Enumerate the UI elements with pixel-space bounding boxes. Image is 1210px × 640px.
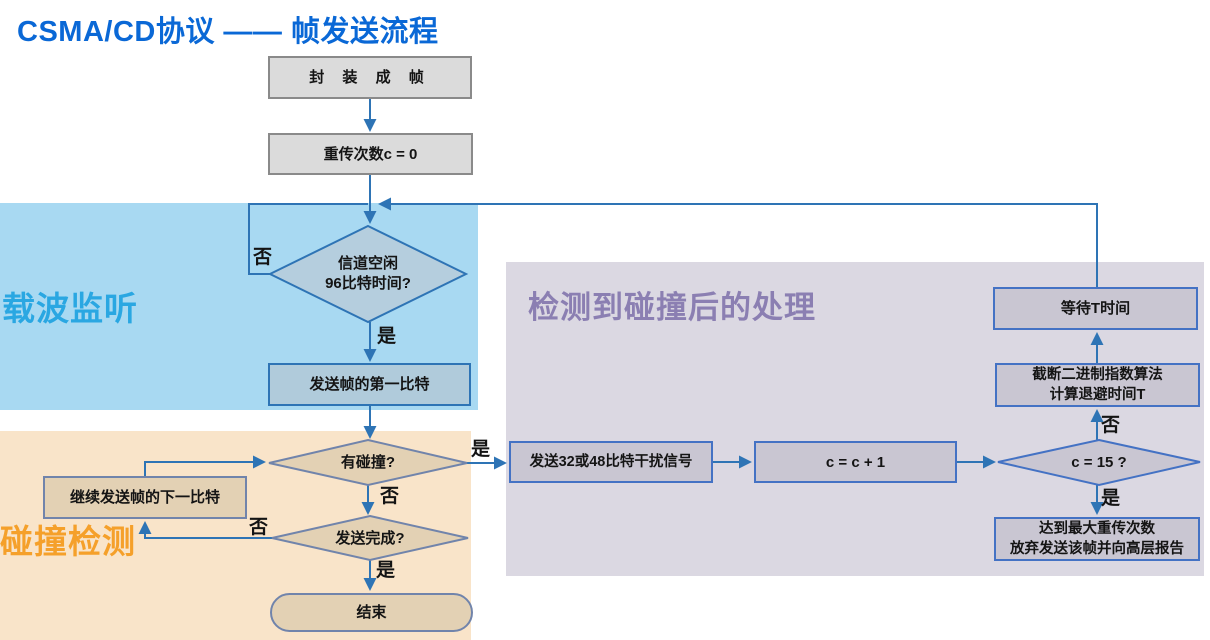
send-complete-yes-label: 是 <box>376 560 396 581</box>
send-complete-decision <box>271 514 469 562</box>
max-retry-line1: 达到最大重传次数 <box>1039 520 1155 537</box>
end-terminal: 结束 <box>270 593 473 632</box>
send-first-bit-box: 发送帧的第一比特 <box>268 363 471 406</box>
carrier-sense-label: 载波监听 <box>2 290 138 327</box>
backoff-algorithm-box: 截断二进制指数算法 计算退避时间T <box>995 363 1200 407</box>
send-complete-text: 发送完成? <box>335 529 405 547</box>
backoff-line1: 截断二进制指数算法 <box>1032 366 1163 383</box>
channel-idle-no-label: 否 <box>253 247 273 268</box>
channel-idle-line2: 96比特时间? <box>325 275 411 292</box>
has-collision-text: 有碰撞? <box>340 453 396 471</box>
increment-c-box: c = c + 1 <box>754 441 957 483</box>
retry-count-init-text: 重传次数c = 0 <box>323 145 418 163</box>
wait-t-box: 等待T时间 <box>993 287 1198 330</box>
channel-idle-yes-label: 是 <box>377 326 397 347</box>
c15-decision <box>997 438 1201 487</box>
retry-count-init-box: 重传次数c = 0 <box>268 133 473 175</box>
edge-continue-collision <box>144 455 266 476</box>
wait-t-text: 等待T时间 <box>1060 300 1131 317</box>
jam-signal-box: 发送32或48比特干扰信号 <box>509 441 713 483</box>
collision-handling-label: 检测到碰撞后的处理 <box>528 290 816 325</box>
channel-idle-line1: 信道空闲 <box>337 254 398 272</box>
continue-send-box: 继续发送帧的下一比特 <box>43 476 247 519</box>
encapsulate-frame-text: 封 装 成 帧 <box>309 69 431 86</box>
page-title: CSMA/CD协议 —— 帧发送流程 <box>17 16 439 48</box>
send-complete-decision-text: 发送完成? <box>292 524 448 554</box>
c15-text: c = 15 ? <box>1071 453 1127 471</box>
edge-channel-no-loop <box>248 203 368 275</box>
edge-complete-no <box>138 521 272 539</box>
collision-detection-label: 碰撞检测 <box>0 523 136 560</box>
c15-decision-text: c = 15 ? <box>1010 448 1188 478</box>
continue-send-text: 继续发送帧的下一比特 <box>69 489 220 506</box>
end-terminal-text: 结束 <box>356 604 387 621</box>
max-retry-line2: 放弃发送该帧并向高层报告 <box>1010 541 1184 557</box>
send-first-bit-text: 发送帧的第一比特 <box>309 376 430 393</box>
max-retry-box: 达到最大重传次数 放弃发送该帧并向高层报告 <box>994 517 1200 561</box>
has-collision-no-label: 否 <box>380 486 400 507</box>
c15-yes-label: 是 <box>1101 488 1121 509</box>
send-complete-no-label: 否 <box>249 517 269 538</box>
backoff-line2: 计算退避时间T <box>1049 387 1146 403</box>
c15-no-label: 否 <box>1101 415 1121 436</box>
has-collision-decision-text: 有碰撞? <box>290 448 446 478</box>
encapsulate-frame-box: 封 装 成 帧 <box>268 56 472 99</box>
increment-c-text: c = c + 1 <box>825 453 886 471</box>
edge-wait-return <box>378 197 1098 287</box>
has-collision-yes-label: 是 <box>471 439 491 460</box>
channel-idle-decision-text: 信道空闲 96比特时间? <box>290 244 446 304</box>
has-collision-decision <box>268 438 468 487</box>
channel-idle-decision <box>267 224 469 324</box>
jam-signal-text: 发送32或48比特干扰信号 <box>529 453 693 470</box>
